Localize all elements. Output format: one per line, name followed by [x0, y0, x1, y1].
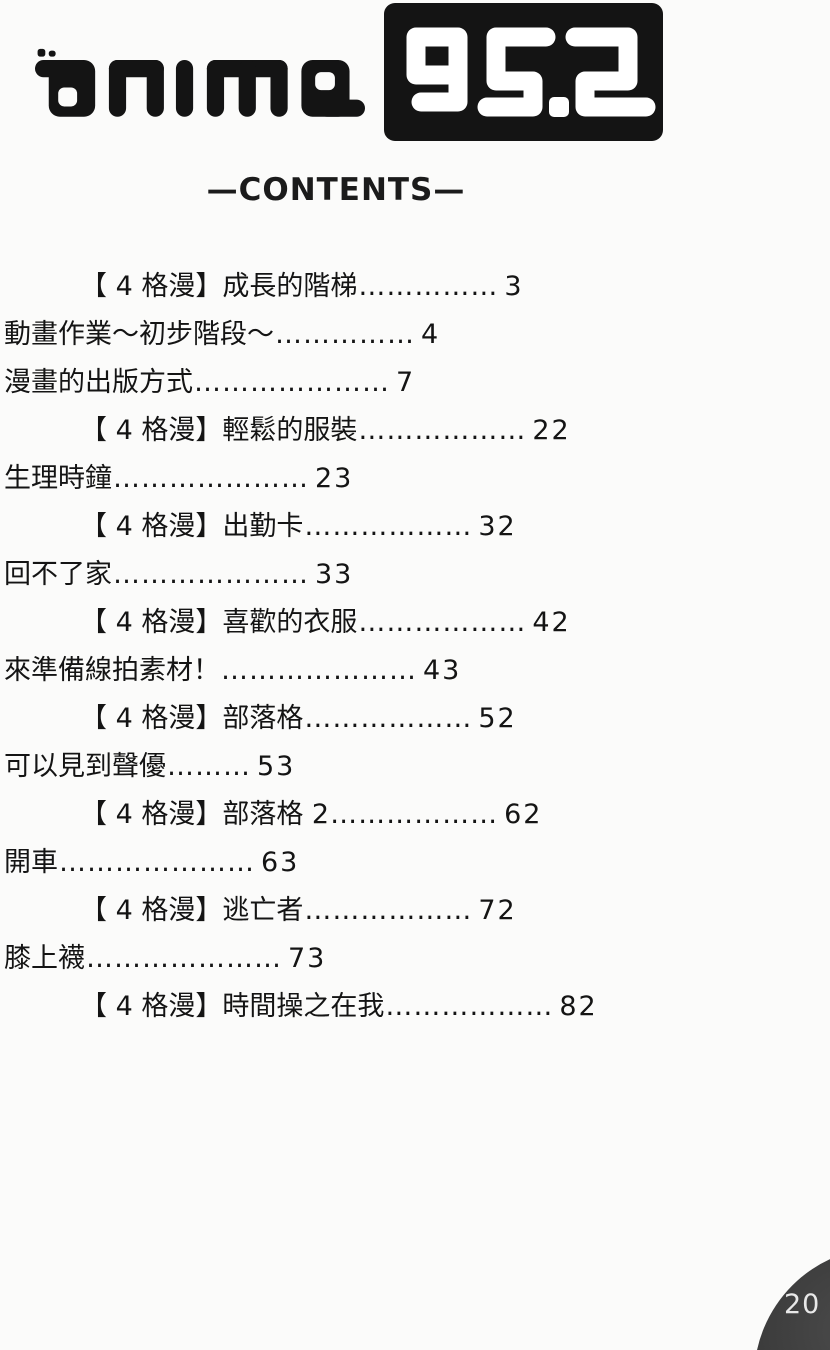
toc-entry: 可以見到聲優 ……… 53: [4, 742, 830, 790]
toc-entry-page: 62: [504, 798, 543, 830]
toc-entry-title: 【 4 格漫】部落格 2: [80, 798, 330, 830]
toc-entry-title: 膝上襪: [4, 942, 85, 974]
toc-entry-title: 動畫作業～初步階段～: [4, 318, 274, 350]
toc-entry: 回不了家 ………………… 33: [4, 550, 830, 598]
toc-entry-leader: ………………: [358, 606, 527, 638]
toc-entry-page: 52: [478, 702, 517, 734]
toc-entry: 漫畫的出版方式 ………………… 7: [4, 358, 830, 406]
toc-entry: 【 4 格漫】部落格 2 ……………… 62: [4, 790, 830, 838]
toc-entry-title: 【 4 格漫】部落格: [80, 702, 304, 734]
toc-entry: 【 4 格漫】出勤卡 ……………… 32: [4, 502, 830, 550]
page-number: 20: [784, 1289, 821, 1320]
toc-entry-leader: ……………: [275, 318, 415, 350]
toc-entry-title: 【 4 格漫】輕鬆的服裝: [80, 414, 358, 446]
toc-entry-leader: …………………: [113, 558, 309, 590]
toc-entry-title: 來準備線拍素材！: [4, 654, 220, 686]
toc-entry: 動畫作業～初步階段～ …………… 4: [4, 310, 830, 358]
toc-entry-page: 33: [315, 558, 354, 590]
toc-entry-leader: ………………: [304, 510, 473, 542]
toc-entry: 【 4 格漫】部落格 ……………… 52: [4, 694, 830, 742]
toc-entry-title: 【 4 格漫】時間操之在我: [80, 990, 385, 1022]
toc-entry-leader: …………………: [194, 366, 390, 398]
toc-entry-page: 73: [288, 942, 327, 974]
logo-badge-95-2: [384, 3, 663, 141]
toc-entry-title: 漫畫的出版方式: [4, 366, 193, 398]
toc-entry-page: 72: [478, 894, 517, 926]
toc-entry-leader: …………………: [221, 654, 417, 686]
toc-entry-leader: …………………: [113, 462, 309, 494]
toc-entry-title: 【 4 格漫】成長的階梯: [80, 270, 358, 302]
toc-entry: 開車 ………………… 63: [4, 838, 830, 886]
toc-entry: 【 4 格漫】逃亡者 ……………… 72: [4, 886, 830, 934]
toc-entry: 膝上襪 ………………… 73: [4, 934, 830, 982]
toc-entry-leader: ………………: [330, 798, 499, 830]
page-number-badge: 20: [754, 1247, 830, 1350]
toc-entry-page: 82: [559, 990, 598, 1022]
toc-entry-page: 7: [396, 366, 416, 398]
toc-entry-title: 【 4 格漫】逃亡者: [80, 894, 304, 926]
wordmark-text: anime: [0, 0, 1, 1]
contents-heading: —CONTENTS—: [206, 172, 466, 208]
toc-entry-page: 53: [257, 750, 296, 782]
toc-entry: 來準備線拍素材！ ………………… 43: [4, 646, 830, 694]
toc-entry-leader: …………………: [86, 942, 282, 974]
anime-wordmark-logo: [35, 48, 365, 117]
toc-entry-title: 開車: [4, 846, 58, 878]
toc-list: 【 4 格漫】成長的階梯 …………… 3 動畫作業～初步階段～ …………… 4 …: [4, 262, 830, 1030]
toc-entry-title: 【 4 格漫】喜歡的衣服: [80, 606, 358, 638]
toc-entry-title: 生理時鐘: [4, 462, 112, 494]
toc-entry-page: 42: [532, 606, 571, 638]
toc-entry-page: 22: [532, 414, 571, 446]
toc-entry-title: 【 4 格漫】出勤卡: [80, 510, 304, 542]
toc-entry-page: 23: [315, 462, 354, 494]
toc-entry-page: 32: [478, 510, 517, 542]
toc-entry: 【 4 格漫】喜歡的衣服 ……………… 42: [4, 598, 830, 646]
toc-entry-leader: ………: [167, 750, 251, 782]
toc-entry-leader: ………………: [385, 990, 554, 1022]
toc-entry-page: 3: [504, 270, 524, 302]
toc-entry: 生理時鐘 ………………… 23: [4, 454, 830, 502]
toc-entry-leader: ………………: [304, 702, 473, 734]
toc-entry-leader: ………………: [358, 414, 527, 446]
toc-entry-title: 回不了家: [4, 558, 112, 590]
toc-entry-page: 43: [423, 654, 462, 686]
toc-entry-page: 63: [261, 846, 300, 878]
badge-text: 95.2: [0, 0, 1, 1]
toc-entry-title: 可以見到聲優: [4, 750, 166, 782]
toc-entry-leader: ……………: [358, 270, 499, 302]
toc-entry-leader: …………………: [59, 846, 255, 878]
toc-entry: 【 4 格漫】輕鬆的服裝 ……………… 22: [4, 406, 830, 454]
toc-entry: 【 4 格漫】時間操之在我 ……………… 82: [4, 982, 830, 1030]
toc-entry: 【 4 格漫】成長的階梯 …………… 3: [4, 262, 830, 310]
toc-entry-leader: ………………: [304, 894, 473, 926]
toc-entry-page: 4: [421, 318, 441, 350]
